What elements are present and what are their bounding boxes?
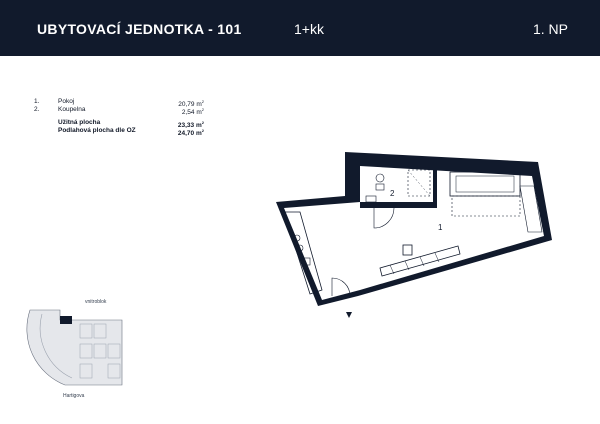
window <box>519 185 543 233</box>
floor-area-label: Podlahová plocha dle OZ <box>58 127 136 134</box>
bathroom-side-wall <box>433 168 437 208</box>
floor-label: 1. NP <box>532 21 568 37</box>
bathroom-wall <box>360 202 436 208</box>
header-bar: UBYTOVACÍ JEDNOTKA - 101 1+kk 1. NP <box>0 0 600 56</box>
room-2-label: 2 <box>390 189 395 198</box>
street-label-bottom: Hartigova <box>63 393 85 399</box>
room-legend: 1. Pokoj 20,79 m2 2. Koupelna 2,54 m2 Už… <box>34 98 204 138</box>
layout-type: 1+kk <box>294 21 324 37</box>
site-plan <box>26 309 123 386</box>
floor-area-value: 24,70 m2 <box>177 128 204 138</box>
street-label-top: vnitroblok <box>85 299 107 305</box>
floor-area-row: Podlahová plocha dle OZ 24,70 m2 <box>34 127 204 138</box>
chair <box>402 244 413 256</box>
room-1-label: 1 <box>438 223 443 232</box>
kitchenette <box>283 211 323 295</box>
sink <box>365 195 377 203</box>
bathroom-door <box>373 207 395 229</box>
room-row-1: 1. Pokoj 20,79 m2 <box>34 98 204 109</box>
inner-arc <box>39 313 73 379</box>
toilet <box>375 173 385 183</box>
highlighted-unit <box>60 316 72 324</box>
room-number: 1. <box>34 98 40 105</box>
room-floor <box>284 166 544 300</box>
room-name: Koupelna <box>58 106 86 113</box>
building-arc <box>26 309 123 386</box>
room-area: 20,79 m2 <box>178 99 204 109</box>
usable-area-value: 23,33 m2 <box>177 120 204 130</box>
bed-outline <box>451 195 521 217</box>
usable-area-row: Užitná plocha 23,33 m2 <box>34 119 204 130</box>
usable-area-label: Užitná plocha <box>58 119 101 126</box>
room-area: 2,54 m2 <box>181 107 204 117</box>
room-row-2: 2. Koupelna 2,54 m2 <box>34 106 204 117</box>
entrance-arrow <box>346 312 352 318</box>
bench <box>379 245 461 277</box>
entrance-door <box>331 277 351 297</box>
room-name: Pokoj <box>58 98 75 105</box>
unit-title: UBYTOVACÍ JEDNOTKA - 101 <box>37 21 242 37</box>
room-number: 2. <box>34 106 40 113</box>
floor-plan: 1 2 <box>276 152 552 318</box>
